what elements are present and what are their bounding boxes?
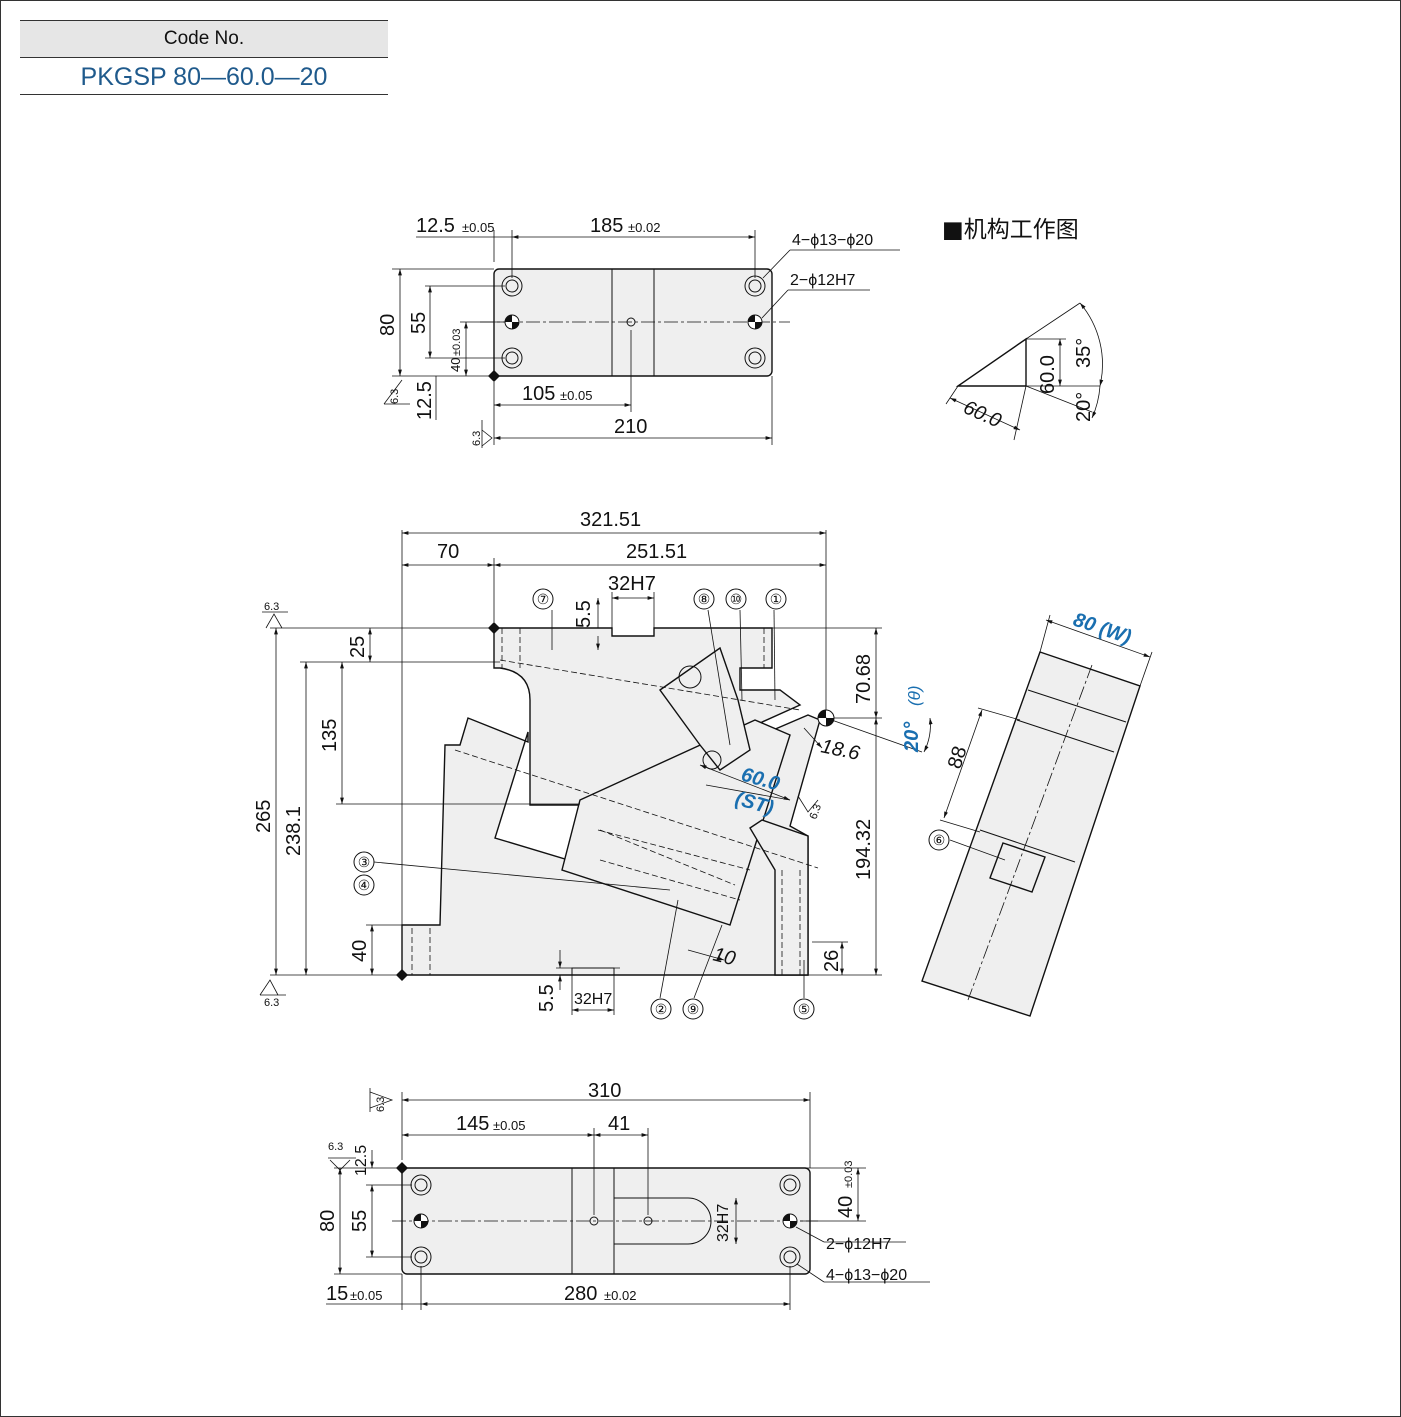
front-theta: (θ) (905, 685, 924, 706)
balloon-9: ⑨ (687, 1001, 700, 1017)
top-tol-105: ±0.05 (560, 388, 592, 403)
bottom-view: 310 145 ±0.05 41 6.3 80 55 12.5 6.3 40 ±… (317, 1080, 930, 1310)
mechanism-title: ■机构工作图 (942, 217, 1079, 243)
top-dim-80: 80 (377, 314, 399, 336)
bottom-dim-15: 15 (326, 1283, 348, 1305)
top-view: 12.5 ±0.05 185 ±0.02 4−ϕ13−ϕ20 2−ϕ12H7 8… (377, 215, 900, 448)
top-dim-12-5: 12.5 (416, 215, 455, 237)
top-tol-40: ±0.03 (451, 329, 463, 356)
bottom-holes-label: 4−ϕ13−ϕ20 (826, 1267, 907, 1284)
bottom-dim-32h7: 32H7 (715, 1204, 732, 1242)
top-dim-210: 210 (614, 416, 647, 438)
side-width: 80 (1070, 609, 1098, 637)
front-dim-40: 40 (349, 940, 371, 962)
balloons: ⑦ ⑧ ⑩ ① ③ ④ ② ⑨ ⑤ (353, 588, 815, 1020)
front-rough-3: 6.3 (808, 803, 825, 821)
code-header: Code No. (20, 20, 388, 58)
balloon-7: ⑦ (537, 591, 550, 607)
side-dim-88: 88 (944, 744, 972, 772)
bottom-tol-280: ±0.02 (604, 1288, 636, 1303)
balloon-5: ⑤ (798, 1001, 811, 1017)
code-label: Code No. (163, 28, 245, 49)
top-tol-185: ±0.02 (628, 220, 660, 235)
balloon-10: ⑩ (730, 591, 743, 607)
front-dim-32h7: 32H7 (608, 573, 656, 595)
balloon-4: ④ (358, 877, 371, 893)
front-dim-5-5: 5.5 (573, 600, 595, 628)
front-dim-194: 194.32 (853, 819, 875, 880)
front-dim-10: 10 (711, 944, 738, 971)
bottom-dim-310: 310 (588, 1080, 621, 1102)
link-arm (659, 646, 751, 771)
front-dim-18-6: 18.6 (819, 735, 863, 765)
bottom-rough-1: 6.3 (375, 1097, 387, 1112)
front-dim-238: 238.1 (283, 806, 305, 856)
top-dim-40: 40 (448, 358, 463, 372)
front-dim-70: 70 (437, 541, 459, 563)
balloon-6: ⑥ (933, 832, 946, 848)
top-dim-55: 55 (408, 312, 430, 334)
top-plate (493, 268, 773, 377)
bottom-dim-280: 280 (564, 1283, 597, 1305)
top-rough-2: 6.3 (471, 431, 483, 446)
code-value-box: PKGSP 80—60.0—20 (20, 57, 388, 95)
bottom-dim-55: 55 (349, 1210, 371, 1232)
bottom-tol-15: ±0.05 (350, 1288, 382, 1303)
top-rough-1: 6.3 (389, 389, 401, 404)
balloon-3: ③ (358, 854, 371, 870)
bottom-rough-2: 6.3 (328, 1141, 343, 1153)
front-dim-32h7b: 32H7 (574, 991, 612, 1008)
bottom-tol-145: ±0.05 (493, 1118, 525, 1133)
mech-st: 60.0 (960, 396, 1005, 432)
bottom-dim-40: 40 (835, 1196, 857, 1218)
balloon-1: ① (770, 591, 783, 607)
mechanism-diagram: 60.0 60.0 35° 20° (945, 302, 1104, 441)
top-pin-marks (504, 314, 763, 330)
bottom-dim-80: 80 (317, 1210, 339, 1232)
front-view: 321.51 70 251.51 32H7 5.5 265 238.1 135 … (253, 509, 933, 1020)
front-dim-70-68: 70.68 (853, 654, 875, 704)
front-rough-1: 6.3 (264, 601, 279, 613)
top-dim-105: 105 (522, 383, 555, 405)
balloon-2: ② (655, 1001, 668, 1017)
bottom-pins-label: 2−ϕ12H7 (826, 1236, 892, 1253)
front-rough-2: 6.3 (264, 997, 279, 1009)
side-view: 80 (W) 88 ⑥ (921, 609, 1153, 1017)
front-dim-251: 251.51 (626, 541, 687, 563)
top-pins-label: 2−ϕ12H7 (790, 272, 856, 289)
top-dim-12-5b: 12.5 (414, 381, 436, 420)
mech-vertical: 60.0 (1037, 355, 1059, 394)
mech-angle-top: 35° (1073, 338, 1095, 368)
front-dim-265: 265 (253, 800, 275, 833)
front-dim-135: 135 (319, 719, 341, 752)
top-dim-185: 185 (590, 215, 623, 237)
code-value: PKGSP 80—60.0—20 (80, 63, 328, 91)
front-angle: 20° (901, 721, 923, 753)
top-holes-label: 4−ϕ13−ϕ20 (792, 232, 873, 249)
front-dim-26: 26 (821, 950, 843, 972)
mech-angle-bottom: 20° (1073, 392, 1095, 422)
front-dim-25: 25 (347, 636, 369, 658)
side-width-label: (W) (1096, 618, 1134, 649)
balloon-8: ⑧ (698, 591, 711, 607)
bottom-dim-12-5: 12.5 (353, 1145, 370, 1176)
bottom-tol-40: ±0.03 (843, 1161, 855, 1188)
top-tol-12-5: ±0.05 (462, 220, 494, 235)
front-dim-321: 321.51 (580, 509, 641, 531)
bottom-dim-41: 41 (608, 1113, 630, 1135)
front-dim-5-5b: 5.5 (536, 984, 558, 1012)
bottom-dim-145: 145 (456, 1113, 489, 1135)
